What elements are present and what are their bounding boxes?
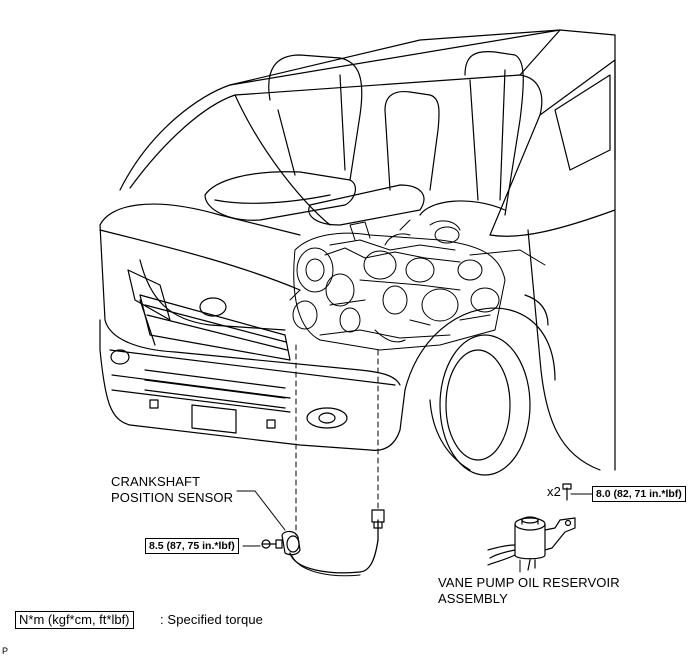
legend-units-box: N*m (kgf*cm, ft*lbf)	[15, 611, 134, 629]
corner-mark: P	[2, 646, 9, 656]
vane-pump-label-line1: VANE PUMP OIL RESERVOIR	[438, 575, 620, 590]
bolt-count-label: x2	[547, 484, 561, 499]
engine-assembly	[289, 219, 546, 351]
dashed-leader-lines	[295, 344, 379, 536]
vane-pump-oil-reservoir	[487, 483, 593, 573]
vane-pump-torque-spec: 8.0 (82, 71 in.*lbf)	[592, 486, 686, 502]
crankshaft-torque-spec: 8.5 (87, 75 in.*lbf)	[145, 538, 239, 554]
legend-description: : Specified torque	[160, 612, 263, 627]
crankshaft-label-line2: POSITION SENSOR	[111, 490, 234, 505]
crankshaft-label-line1: CRANKSHAFT	[111, 474, 201, 489]
seats	[204, 50, 524, 226]
vane-pump-label-line2: ASSEMBLY	[438, 591, 508, 606]
crankshaft-position-sensor	[236, 490, 385, 577]
van-body	[99, 29, 616, 476]
